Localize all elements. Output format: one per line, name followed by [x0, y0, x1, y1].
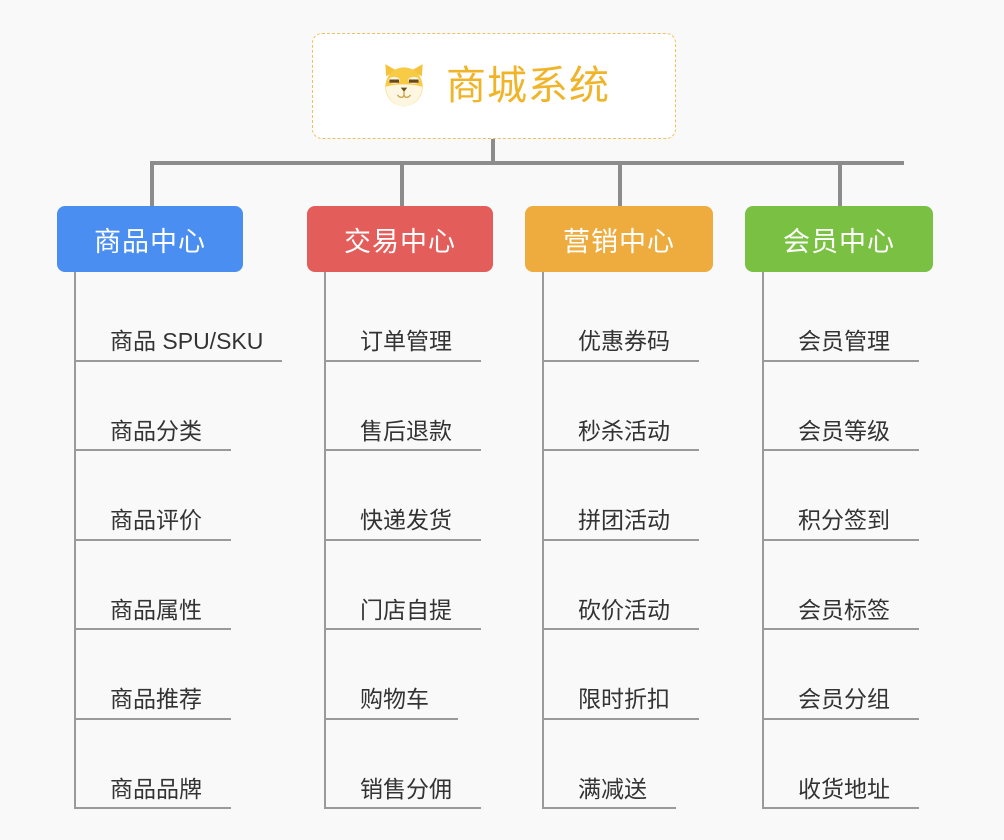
list-item[interactable]: 订单管理: [326, 272, 537, 362]
list-item-label: 商品 SPU/SKU: [110, 328, 264, 355]
list-item[interactable]: 满减送: [544, 720, 755, 809]
list-item[interactable]: 商品属性: [76, 541, 287, 630]
list-item-label: 售后退款: [360, 417, 452, 444]
list-item[interactable]: 售后退款: [326, 362, 537, 451]
item-underline: [544, 807, 676, 809]
list-item[interactable]: 优惠券码: [544, 272, 755, 362]
list-item-label: 门店自提: [360, 596, 452, 623]
list-item-label: 会员分组: [798, 686, 890, 713]
list-item[interactable]: 会员分组: [764, 630, 975, 720]
branch-column-2: 交易中心 订单管理 售后退款 快递发货 门店自提 购物车: [307, 206, 537, 809]
branch-item-list-1: 商品 SPU/SKU 商品分类 商品评价 商品属性 商品推荐 商品品牌: [74, 272, 287, 809]
list-item[interactable]: 收货地址: [764, 720, 975, 809]
connector-horizontal-bar: [150, 161, 904, 165]
list-item[interactable]: 会员等级: [764, 362, 975, 451]
branch-item-list-3: 优惠券码 秒杀活动 拼团活动 砍价活动 限时折扣 满减送: [542, 272, 755, 809]
item-underline: [764, 628, 919, 630]
branch-header-3[interactable]: 营销中心: [525, 206, 713, 272]
item-underline: [326, 538, 481, 541]
list-item[interactable]: 砍价活动: [544, 541, 755, 630]
branch-header-4[interactable]: 会员中心: [745, 206, 933, 272]
item-underline: [764, 359, 919, 362]
list-item[interactable]: 商品分类: [76, 362, 287, 451]
list-item-label: 商品评价: [110, 507, 202, 534]
list-item[interactable]: 门店自提: [326, 541, 537, 630]
branch-item-list-2: 订单管理 售后退款 快递发货 门店自提 购物车 销售分佣: [324, 272, 537, 809]
list-item-label: 购物车: [360, 686, 429, 713]
item-underline: [76, 807, 231, 809]
list-item-label: 商品推荐: [110, 686, 202, 713]
shiba-inu-icon: [385, 64, 423, 107]
list-item-label: 商品分类: [110, 417, 202, 444]
list-item-label: 会员等级: [798, 417, 890, 444]
item-underline: [326, 449, 481, 451]
item-underline: [76, 359, 282, 362]
list-item-label: 限时折扣: [578, 686, 670, 713]
list-item-label: 订单管理: [360, 328, 452, 355]
item-underline: [326, 717, 458, 720]
list-item[interactable]: 拼团活动: [544, 451, 755, 541]
branch-item-list-4: 会员管理 会员等级 积分签到 会员标签 会员分组 收货地址: [762, 272, 975, 809]
list-item-label: 优惠券码: [578, 328, 670, 355]
list-item[interactable]: 快递发货: [326, 451, 537, 541]
item-underline: [76, 717, 231, 720]
branch-header-1[interactable]: 商品中心: [57, 206, 243, 272]
connector-drop-4: [838, 161, 842, 206]
list-item-label: 积分签到: [798, 507, 890, 534]
list-item-label: 拼团活动: [578, 507, 670, 534]
item-underline: [544, 628, 699, 630]
branch-column-4: 会员中心 会员管理 会员等级 积分签到 会员标签 会员分组: [745, 206, 975, 809]
list-item-label: 快递发货: [360, 507, 452, 534]
list-item-label: 会员标签: [798, 596, 890, 623]
list-item[interactable]: 限时折扣: [544, 630, 755, 720]
item-underline: [326, 359, 481, 362]
list-item[interactable]: 秒杀活动: [544, 362, 755, 451]
list-item[interactable]: 商品评价: [76, 451, 287, 541]
list-item-label: 会员管理: [798, 328, 890, 355]
list-item-label: 满减送: [578, 775, 647, 802]
item-underline: [764, 717, 919, 720]
branch-column-1: 商品中心 商品 SPU/SKU 商品分类 商品评价 商品属性 商品推荐: [57, 206, 287, 809]
connector-drop-3: [618, 161, 622, 206]
list-item[interactable]: 商品 SPU/SKU: [76, 272, 287, 362]
root-node-商城系统[interactable]: 商城系统: [312, 33, 676, 139]
connector-stem: [491, 139, 495, 164]
item-underline: [764, 538, 919, 541]
item-underline: [544, 359, 699, 362]
item-underline: [76, 538, 231, 541]
branch-column-3: 营销中心 优惠券码 秒杀活动 拼团活动 砍价活动 限时折扣: [525, 206, 755, 809]
list-item-label: 销售分佣: [360, 775, 452, 802]
item-underline: [76, 628, 231, 630]
item-underline: [544, 449, 699, 451]
item-underline: [764, 449, 919, 451]
list-item[interactable]: 购物车: [326, 630, 537, 720]
list-item-label: 商品属性: [110, 596, 202, 623]
list-item[interactable]: 积分签到: [764, 451, 975, 541]
list-item[interactable]: 销售分佣: [326, 720, 537, 809]
item-underline: [544, 717, 699, 720]
list-item-label: 秒杀活动: [578, 417, 670, 444]
item-underline: [326, 807, 481, 809]
list-item-label: 收货地址: [798, 775, 890, 802]
item-underline: [326, 628, 481, 630]
list-item[interactable]: 商品品牌: [76, 720, 287, 809]
branch-header-2[interactable]: 交易中心: [307, 206, 493, 272]
list-item[interactable]: 会员管理: [764, 272, 975, 362]
connector-drop-1: [150, 161, 154, 206]
item-underline: [544, 538, 699, 541]
list-item[interactable]: 会员标签: [764, 541, 975, 630]
item-underline: [764, 807, 919, 809]
root-title: 商城系统: [446, 64, 610, 108]
list-item-label: 砍价活动: [578, 596, 670, 623]
list-item[interactable]: 商品推荐: [76, 630, 287, 720]
item-underline: [76, 449, 231, 451]
list-item-label: 商品品牌: [110, 775, 202, 802]
connector-drop-2: [400, 161, 404, 206]
